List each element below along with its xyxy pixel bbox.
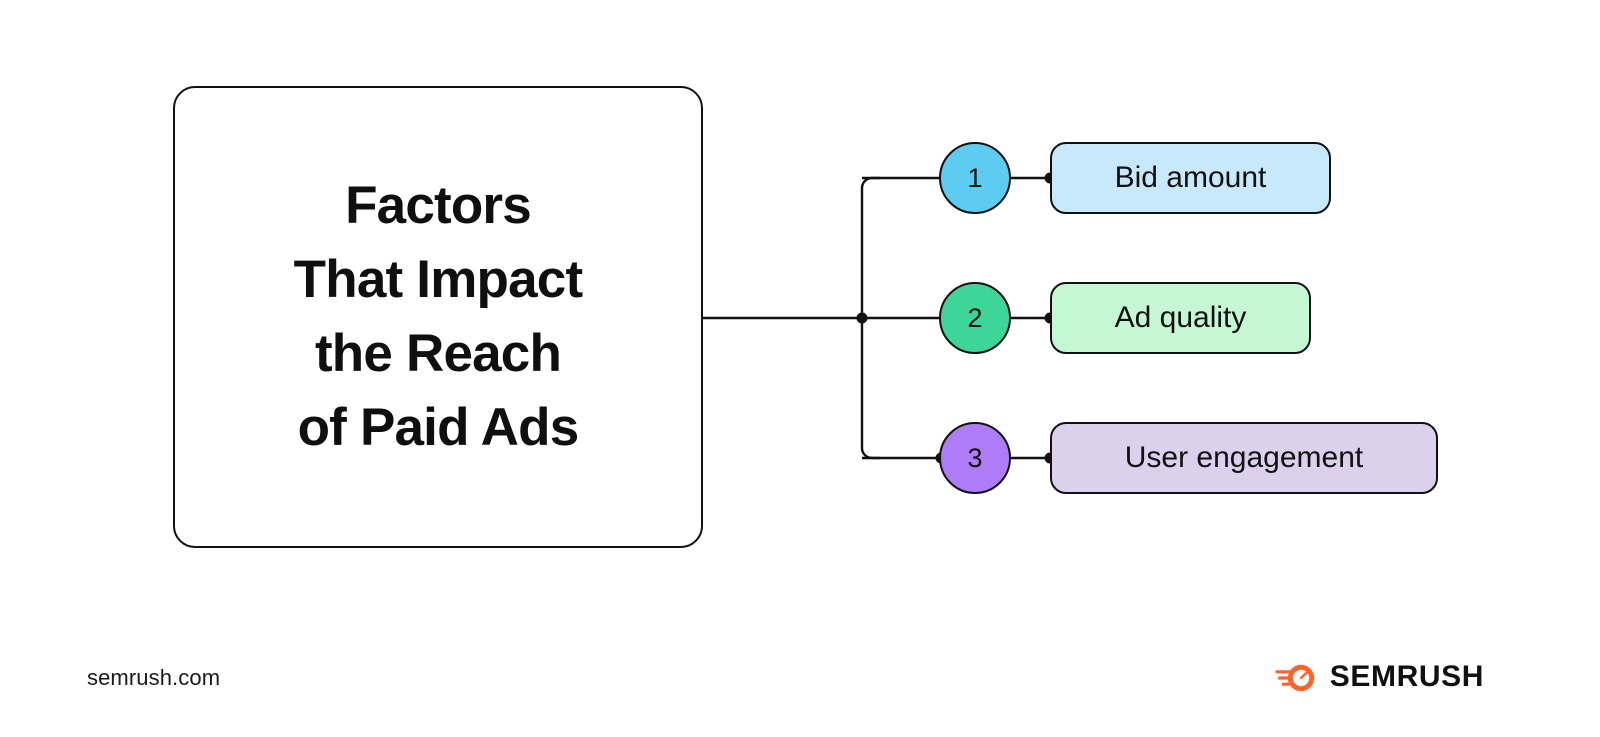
semrush-comet-icon	[1275, 664, 1314, 692]
branch-number-circle-3[interactable]: 3	[939, 422, 1011, 494]
branch-label-text-1: Bid amount	[1114, 161, 1267, 194]
branch-label-text-2: Ad quality	[1114, 301, 1247, 334]
branch-label-pill-2[interactable]: Ad quality	[1050, 282, 1311, 354]
branch-number-circle-2[interactable]: 2	[939, 282, 1011, 354]
branch-number-1: 1	[967, 162, 983, 193]
branch-label-text-3: User engagement	[1124, 441, 1364, 474]
main-title-card: Factors That Impact the Reach of Paid Ad…	[173, 86, 703, 548]
page-title: Factors That Impact the Reach of Paid Ad…	[293, 175, 583, 458]
semrush-wordmark: SEMRUSH	[1329, 660, 1484, 693]
source-url: semrush.com	[87, 665, 221, 690]
wire-spine	[860, 176, 880, 460]
branch-number-3: 3	[967, 442, 983, 473]
semrush-logo: SEMRUSH	[1275, 660, 1484, 694]
branch-label-pill-1[interactable]: Bid amount	[1050, 142, 1331, 214]
branch-number-circle-1[interactable]: 1	[939, 142, 1011, 214]
branch-number-2: 2	[967, 302, 983, 333]
branch-label-pill-3[interactable]: User engagement	[1050, 422, 1438, 494]
junction-dot-spine	[856, 312, 868, 324]
